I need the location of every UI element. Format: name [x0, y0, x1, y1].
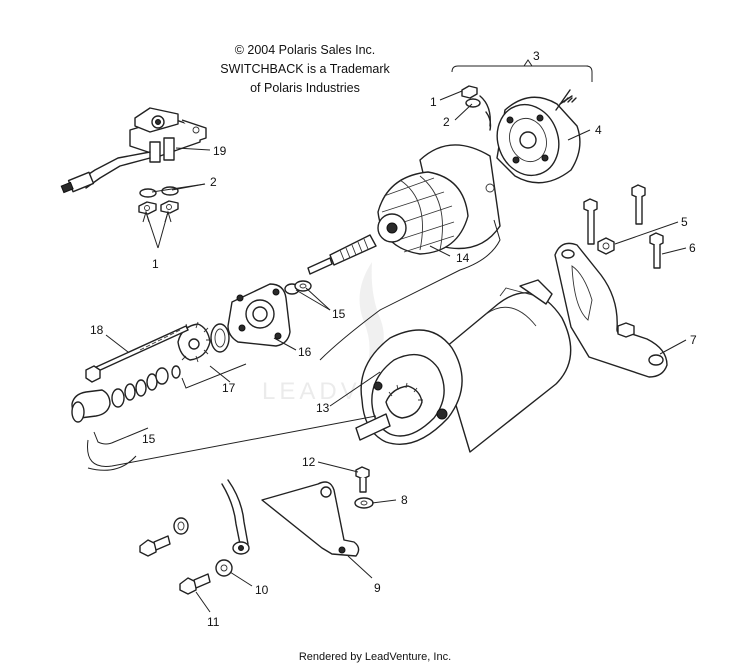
callout-4: 4	[595, 123, 602, 137]
callout-17: 17	[222, 381, 236, 395]
part-9-lower-bracket	[221, 479, 360, 557]
callout-9: 9	[374, 581, 381, 595]
copyright-line-1: © 2004 Polaris Sales Inc.	[235, 43, 376, 57]
callout-7: 7	[690, 333, 697, 347]
part-4-end-cap	[496, 89, 581, 184]
copyright-line-3: of Polaris Industries	[250, 81, 360, 95]
callout-2-end-cap: 2	[443, 115, 450, 129]
part-7-bracket	[554, 242, 668, 378]
copyright-line-2: SWITCHBACK is a Trademark	[220, 62, 390, 76]
solenoid-hardware	[138, 186, 179, 215]
part-17-pinion-gear	[177, 321, 230, 363]
part-16-drive-plate	[227, 283, 291, 347]
callout-18: 18	[90, 323, 104, 337]
callout-10: 10	[255, 583, 269, 597]
group-outlines	[87, 59, 593, 471]
part-5-6-bolts	[583, 184, 664, 269]
part-12-8-screw-washer	[354, 466, 374, 509]
callout-8: 8	[401, 493, 408, 507]
callout-6: 6	[689, 241, 696, 255]
callout-14: 14	[456, 251, 470, 265]
callout-labels: 1 2 3 4 19 2 1 5 6 14 15 7 18 16 17 13 1…	[90, 49, 697, 629]
callout-16: 16	[298, 345, 312, 359]
callout-1-end-cap: 1	[430, 95, 437, 109]
callout-15-washers: 15	[332, 307, 346, 321]
callout-13: 13	[316, 401, 330, 415]
end-cap-hardware	[461, 85, 492, 131]
part-10-11-hardware	[139, 517, 233, 595]
part-19-solenoid	[60, 107, 207, 194]
part-13-motor-housing	[355, 279, 572, 453]
callout-19: 19	[213, 144, 227, 158]
leader-lines	[105, 90, 687, 613]
callout-1-solenoid: 1	[152, 257, 159, 271]
part-14-armature	[307, 144, 501, 275]
callout-15-stack: 15	[142, 432, 156, 446]
part-15-pinion-stack	[71, 365, 181, 423]
footer-credit: Rendered by LeadVenture, Inc.	[299, 651, 451, 663]
part-18-through-bolt	[85, 325, 189, 383]
armature-washers	[284, 280, 312, 295]
callout-12: 12	[302, 455, 316, 469]
callout-2-solenoid: 2	[210, 175, 217, 189]
callout-11: 11	[207, 615, 220, 629]
callout-5: 5	[681, 215, 688, 229]
callout-3: 3	[533, 49, 540, 63]
